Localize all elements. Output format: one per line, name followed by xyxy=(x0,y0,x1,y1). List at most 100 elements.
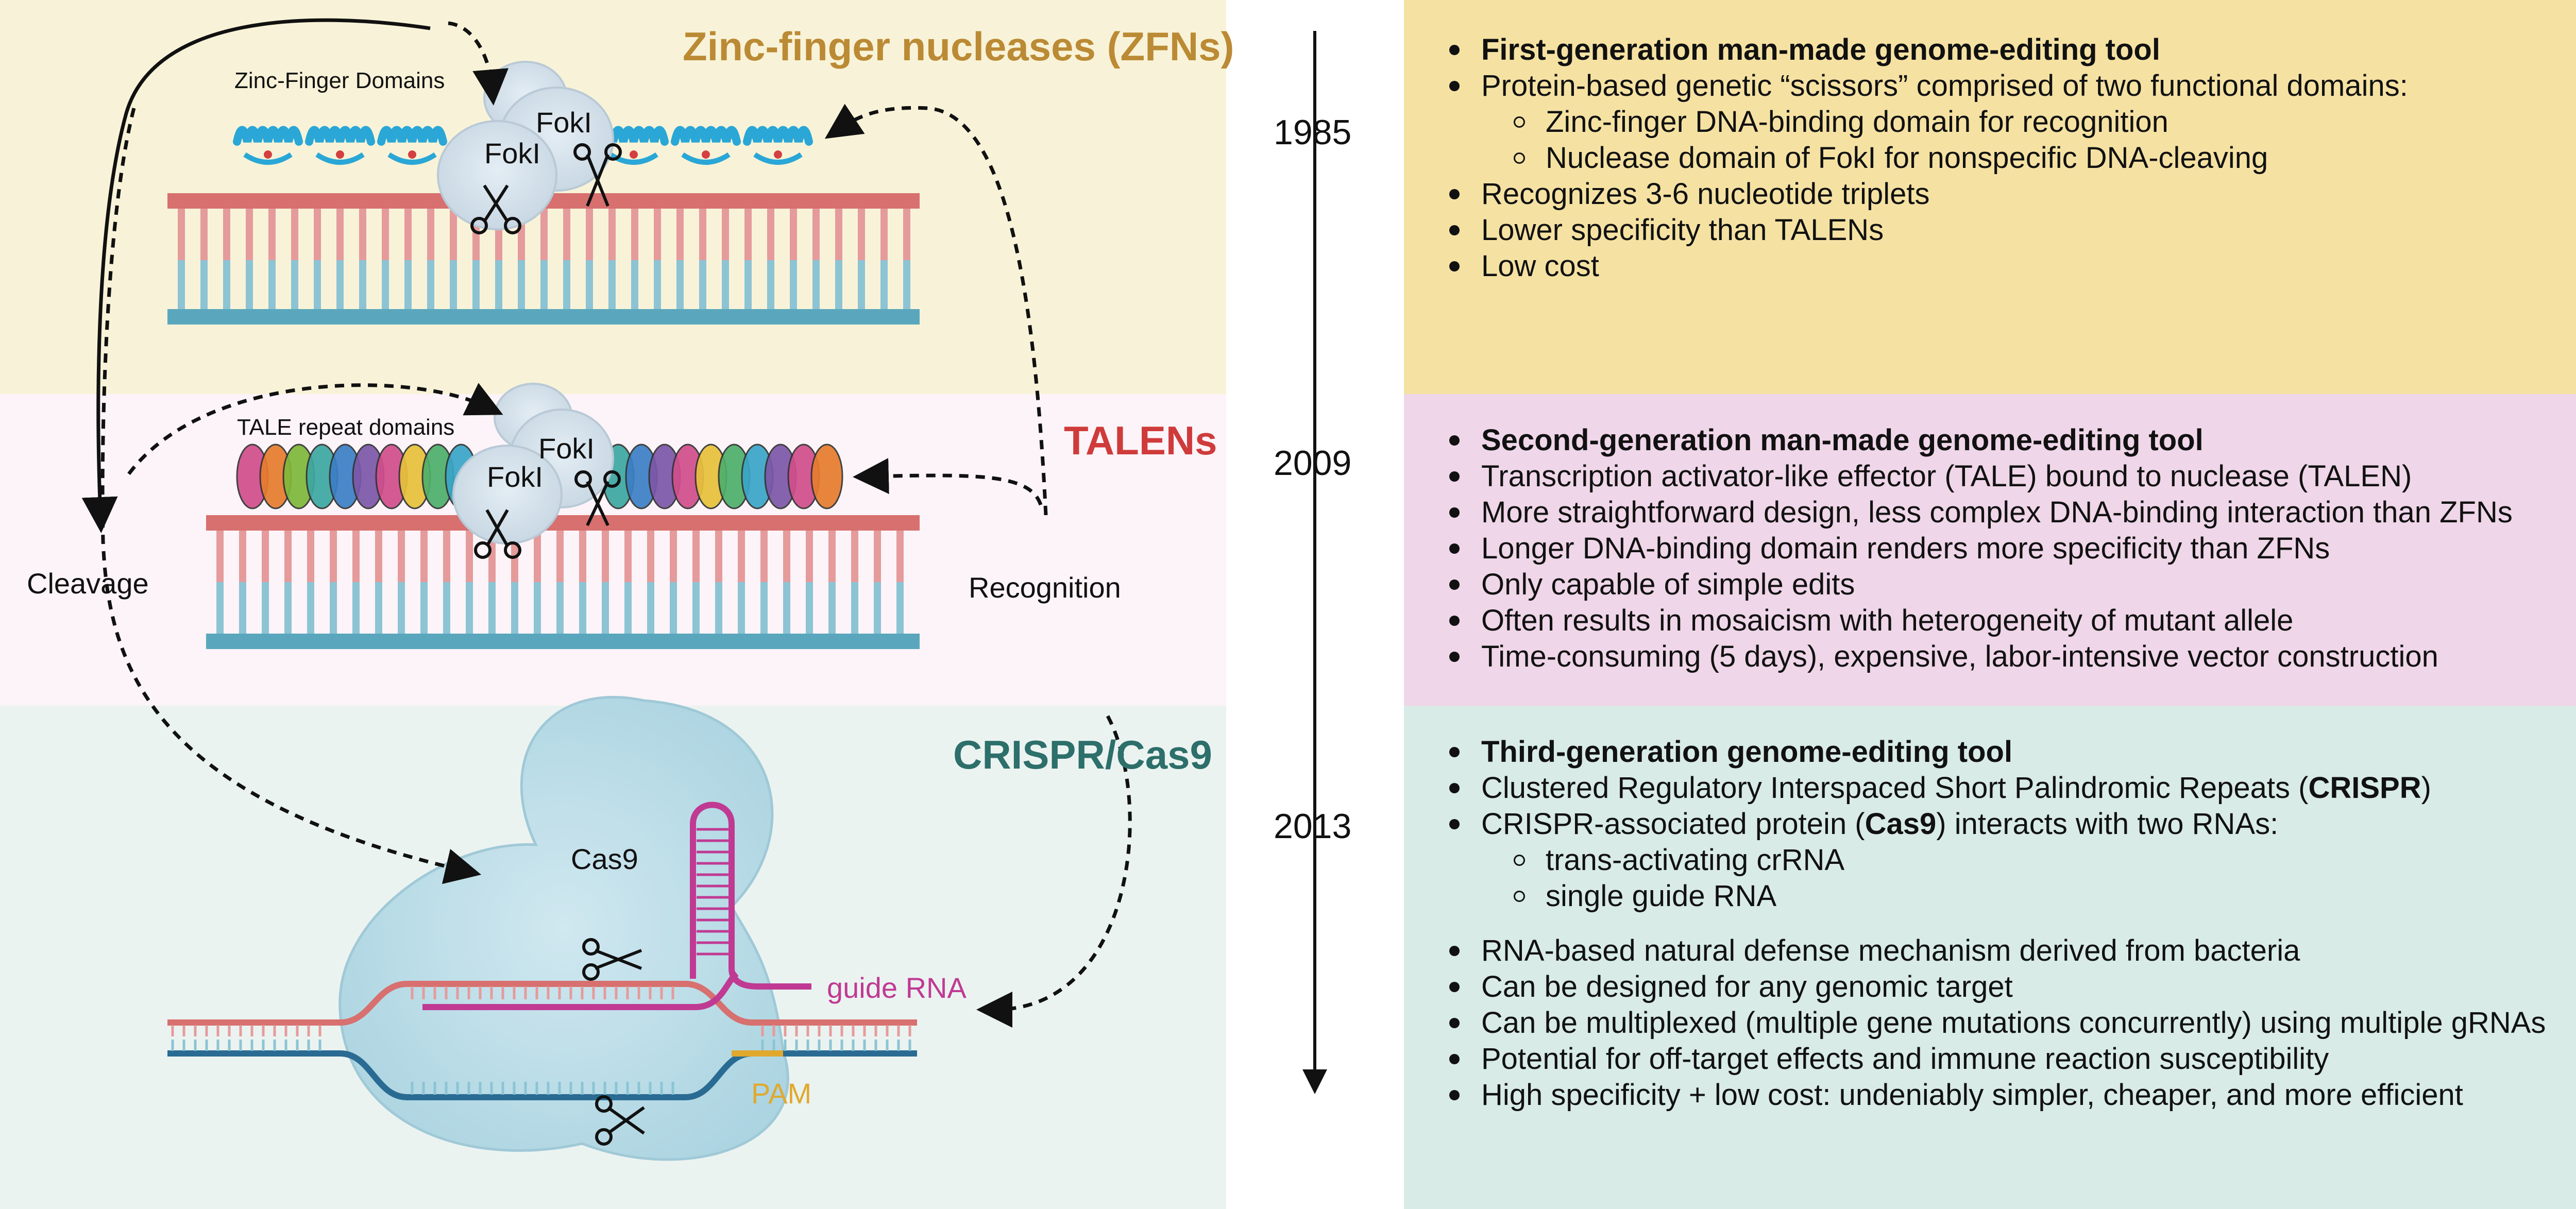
crispr-dna xyxy=(167,981,917,1100)
zfn-title: Zinc-finger nucleases (ZFNs) xyxy=(683,24,1234,69)
dna-rung xyxy=(692,531,700,582)
dna-rung xyxy=(563,260,570,309)
dna-rung xyxy=(307,582,314,634)
cas9-term: Cas9 xyxy=(1865,807,1937,841)
dna-rung xyxy=(352,531,360,582)
zfn-line: Protein-based genetic “scissors” compris… xyxy=(1449,68,2408,104)
crispr-line: High specificity + low cost: undeniably … xyxy=(1449,1077,2546,1113)
dna-rung xyxy=(404,260,412,309)
dna-rung xyxy=(896,582,904,634)
dna-rung xyxy=(806,582,813,634)
talen-line: Time-consuming (5 days), expensive, labo… xyxy=(1449,639,2513,675)
dna-rung xyxy=(359,209,366,260)
talen-line: Longer DNA-binding domain renders more s… xyxy=(1449,531,2513,567)
year-2013: 2013 xyxy=(1274,807,1352,846)
crispr-line: Potential for off-target effects and imm… xyxy=(1449,1041,2546,1077)
dna-rung xyxy=(540,209,548,260)
dna-rung xyxy=(738,531,745,582)
zinc-finger-loop xyxy=(243,152,293,165)
pam-label: PAM xyxy=(751,1077,812,1110)
dna-rung xyxy=(284,531,292,582)
dna-rung xyxy=(858,260,865,309)
dna-rung xyxy=(654,260,661,309)
zfn-dna-ladder xyxy=(167,193,920,325)
dna-rung xyxy=(874,582,881,634)
dna-rung xyxy=(488,531,496,582)
talen-fokl-top-label: FokI xyxy=(538,432,595,465)
dna-rung xyxy=(579,582,586,634)
dna-rung xyxy=(760,582,768,634)
zinc-finger-helix xyxy=(743,126,813,146)
dna-rung xyxy=(200,260,208,309)
zinc-finger-domains-label: Zinc-Finger Domains xyxy=(234,68,445,93)
crispr-heading: Third-generation genome-editing tool xyxy=(1449,734,2546,770)
dna-rung xyxy=(654,209,661,260)
dna-rung xyxy=(178,260,185,309)
dna-rung xyxy=(556,531,564,582)
crispr-title: CRISPR/Cas9 xyxy=(953,732,1212,777)
talen-info-panel xyxy=(1404,394,2576,706)
cleavage-label: Cleavage xyxy=(27,567,149,600)
spacer xyxy=(1435,914,2546,933)
dna-rung xyxy=(783,582,790,634)
dna-rung xyxy=(699,260,706,309)
zfn-scissors-icon xyxy=(470,143,622,234)
dna-rung xyxy=(398,531,405,582)
dna-rung xyxy=(427,260,434,309)
cleavage-arrows xyxy=(81,18,509,884)
dna-rung xyxy=(291,260,298,309)
recognition-label: Recognition xyxy=(969,571,1121,604)
tale-repeat xyxy=(810,444,843,509)
dna-rung xyxy=(540,260,548,309)
dna-rung xyxy=(488,582,496,634)
zfn-sub-line: Zinc-finger DNA-binding domain for recog… xyxy=(1514,104,2408,140)
zfn-fokl-top-label: FokI xyxy=(536,106,592,139)
zinc-ion xyxy=(774,150,782,159)
dna-rung xyxy=(330,531,337,582)
year-1985: 1985 xyxy=(1274,113,1352,152)
dna-rung xyxy=(246,260,253,309)
zfn-heading: First-generation man-made genome-editing… xyxy=(1449,32,2408,68)
dna-rung xyxy=(812,260,820,309)
zfn-sub-line: Nuclease domain of FokI for nonspecific … xyxy=(1514,140,2408,176)
guide-rna-label: guide RNA xyxy=(827,972,967,1004)
talen-title: TALENs xyxy=(1064,418,1217,463)
talen-dna-ladder xyxy=(206,515,920,649)
dna-rung xyxy=(722,209,729,260)
dna-rung xyxy=(744,209,752,260)
zfn-info: First-generation man-made genome-editing… xyxy=(1435,32,2408,284)
dna-rung xyxy=(352,582,360,634)
dna-rung xyxy=(738,582,745,634)
dna-rung xyxy=(858,209,865,260)
dna-rung xyxy=(851,531,858,582)
crispr-sub-line: trans-activating crRNA xyxy=(1513,842,2546,878)
dna-rung xyxy=(420,582,428,634)
dna-rung xyxy=(382,260,389,309)
zinc-ion xyxy=(336,150,344,159)
dna-rung xyxy=(450,260,457,309)
dna-rung xyxy=(534,531,541,582)
crispr-scissors-icon xyxy=(582,938,645,1146)
dna-rung xyxy=(472,260,480,309)
zinc-finger-helix xyxy=(377,126,447,146)
dna-rung xyxy=(268,260,276,309)
dna-rung xyxy=(608,209,616,260)
dna-rung xyxy=(608,260,616,309)
zinc-ion xyxy=(408,150,416,159)
dna-rung xyxy=(495,260,502,309)
dna-rung xyxy=(375,582,382,634)
dna-rung xyxy=(586,260,593,309)
cas9-protein xyxy=(338,696,789,1161)
crispr-info: Third-generation genome-editing tool Clu… xyxy=(1435,734,2546,1113)
dna-rung xyxy=(783,531,790,582)
dna-rung xyxy=(534,582,541,634)
crispr-line: Can be designed for any genomic target xyxy=(1449,969,2546,1005)
talen-scissors-icon xyxy=(474,470,621,559)
dna-rung xyxy=(715,531,722,582)
dna-rung xyxy=(715,582,722,634)
dna-rung xyxy=(330,582,337,634)
dna-rung xyxy=(223,209,230,260)
guide-rna xyxy=(422,802,811,1010)
dna-rung xyxy=(676,209,684,260)
